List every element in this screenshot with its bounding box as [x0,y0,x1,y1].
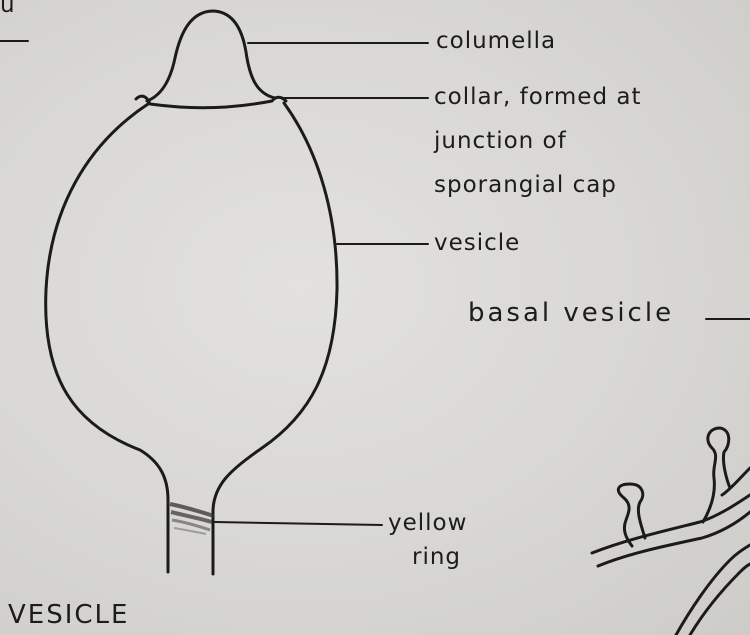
label-columella: columella [436,30,556,53]
basal-vesicle-hyphae [592,428,750,635]
vesicle-body-right [213,103,337,574]
yellow-ring-shading [170,504,214,534]
label-yellow-ring-line2: ring [412,546,461,569]
collar-shape [136,96,286,108]
label-collar-line2: junction of [434,130,567,153]
corner-mark: u [0,0,16,17]
label-yellow-ring-line1: yellow [388,512,467,535]
columella-shape [147,11,275,101]
vesicle-body-left [46,104,168,572]
label-collar-line1: collar, formed at [434,86,641,109]
label-collar-line3: sporangial cap [434,174,617,197]
leader-yellow-ring [215,522,382,525]
label-basal-vesicle: basal vesicle [468,300,674,326]
diagram-title: VESICLE [8,602,129,628]
label-vesicle: vesicle [434,232,520,255]
